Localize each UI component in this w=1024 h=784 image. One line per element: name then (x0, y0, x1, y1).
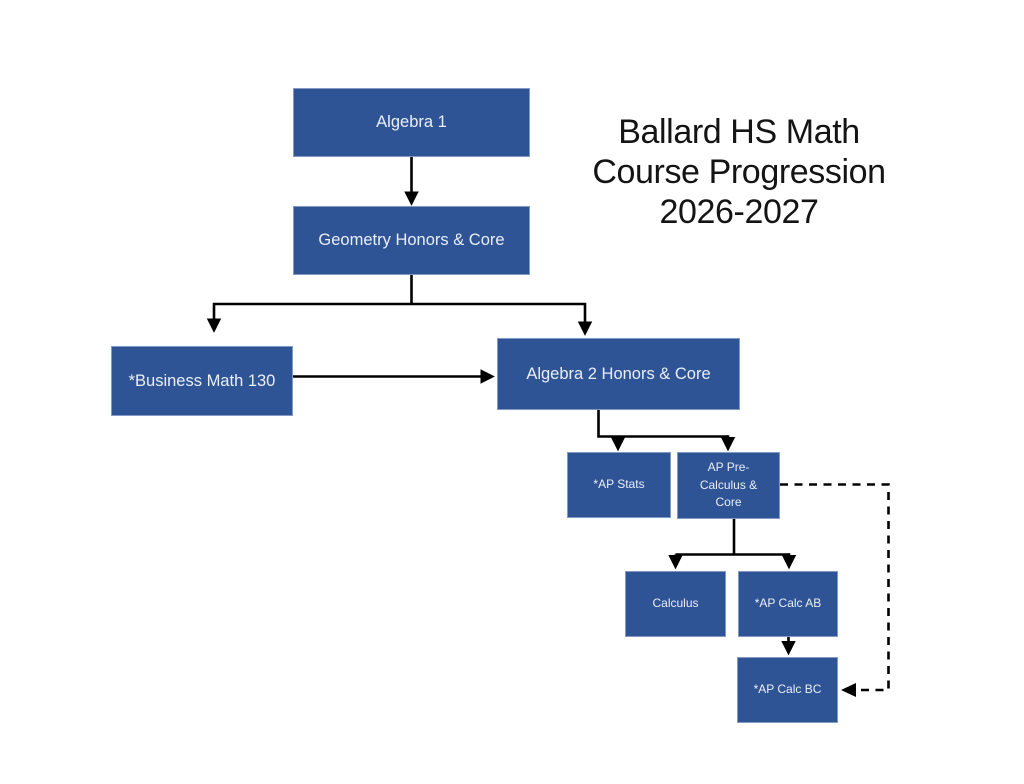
connector-geometry-split (206, 302, 593, 336)
node-business-math-130: *Business Math 130 (111, 346, 293, 416)
node-ap-precalculus-core: AP Pre- Calculus & Core (677, 452, 780, 519)
node-algebra-2-honors-core: Algebra 2 Honors & Core (497, 338, 740, 410)
node-geometry-honors-core: Geometry Honors & Core (293, 206, 530, 275)
node-algebra-1: Algebra 1 (293, 88, 530, 157)
node-algebra-1-label: Algebra 1 (376, 113, 447, 131)
node-calculus-label: Calculus (652, 596, 699, 611)
node-geometry-honors-core-label: Geometry Honors & Core (318, 231, 505, 249)
node-ap-calc-ab: *AP Calc AB (738, 571, 838, 637)
dashed-arrowhead (841, 683, 856, 697)
node-ap-calc-ab-label: *AP Calc AB (754, 596, 822, 611)
node-algebra-2-honors-core-label: Algebra 2 Honors & Core (526, 364, 711, 383)
node-ap-calc-bc: *AP Calc BC (737, 657, 838, 723)
node-calculus: Calculus (625, 571, 726, 637)
node-ap-calc-bc-label: *AP Calc BC (753, 682, 822, 697)
node-business-math-130-label: *Business Math 130 (128, 371, 276, 390)
diagram-title: Ballard HS Math Course Progression 2026-… (592, 113, 886, 231)
connector-algebra2-stub (597, 410, 728, 438)
node-ap-precalculus-core-label: AP Pre- Calculus & Core (699, 460, 758, 510)
node-ap-stats: *AP Stats (567, 452, 671, 518)
connector-precalc-stub (675, 519, 789, 556)
node-ap-stats-label: *AP Stats (593, 477, 645, 492)
